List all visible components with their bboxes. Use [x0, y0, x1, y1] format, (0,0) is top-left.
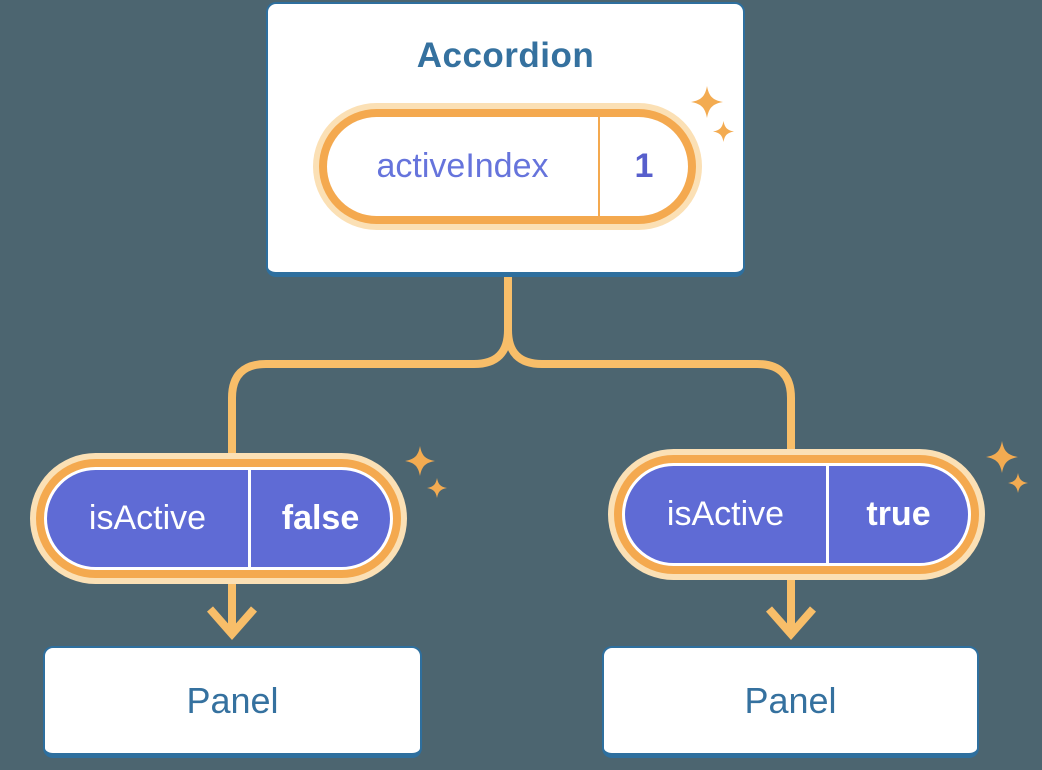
sparkle-icon — [691, 86, 723, 118]
sparkle-icon — [427, 478, 447, 498]
prop-name: isActive — [88, 499, 207, 537]
panel-card-right: Panel — [602, 646, 979, 758]
prop-value: true — [866, 495, 931, 533]
panel-title: Panel — [186, 679, 279, 721]
sparkle-icon — [713, 121, 734, 142]
prop-pill-core: isActive false — [44, 467, 393, 570]
arrowhead-left-icon — [206, 606, 258, 641]
branch-line-right — [504, 276, 795, 632]
prop-pill-true: isActive true — [608, 449, 985, 580]
state-pill: activeIndex 1 — [313, 103, 702, 230]
prop-pill-core: isActive true — [622, 463, 971, 566]
state-name: activeIndex — [376, 147, 549, 185]
state-pill-divider — [598, 117, 600, 216]
arrowhead-right-icon — [765, 606, 817, 641]
panel-card-left: Panel — [43, 646, 422, 758]
accordion-card: Accordion activeIndex 1 — [266, 2, 745, 277]
prop-pill-divider — [248, 470, 251, 567]
sparkle-icon — [405, 446, 435, 476]
panel-title: Panel — [744, 679, 837, 721]
prop-pill-false: isActive false — [30, 453, 407, 584]
prop-value: false — [281, 499, 360, 537]
prop-name: isActive — [666, 495, 785, 533]
state-pill-core: activeIndex 1 — [327, 117, 688, 216]
state-value: 1 — [634, 147, 654, 185]
prop-pill-ring: isActive true — [614, 455, 979, 574]
state-pill-ring: activeIndex 1 — [319, 109, 696, 224]
prop-pill-divider — [826, 466, 829, 563]
sparkle-icon — [1008, 473, 1028, 493]
prop-pill-ring: isActive false — [36, 459, 401, 578]
sparkle-icon — [986, 441, 1018, 473]
accordion-title: Accordion — [416, 36, 595, 75]
